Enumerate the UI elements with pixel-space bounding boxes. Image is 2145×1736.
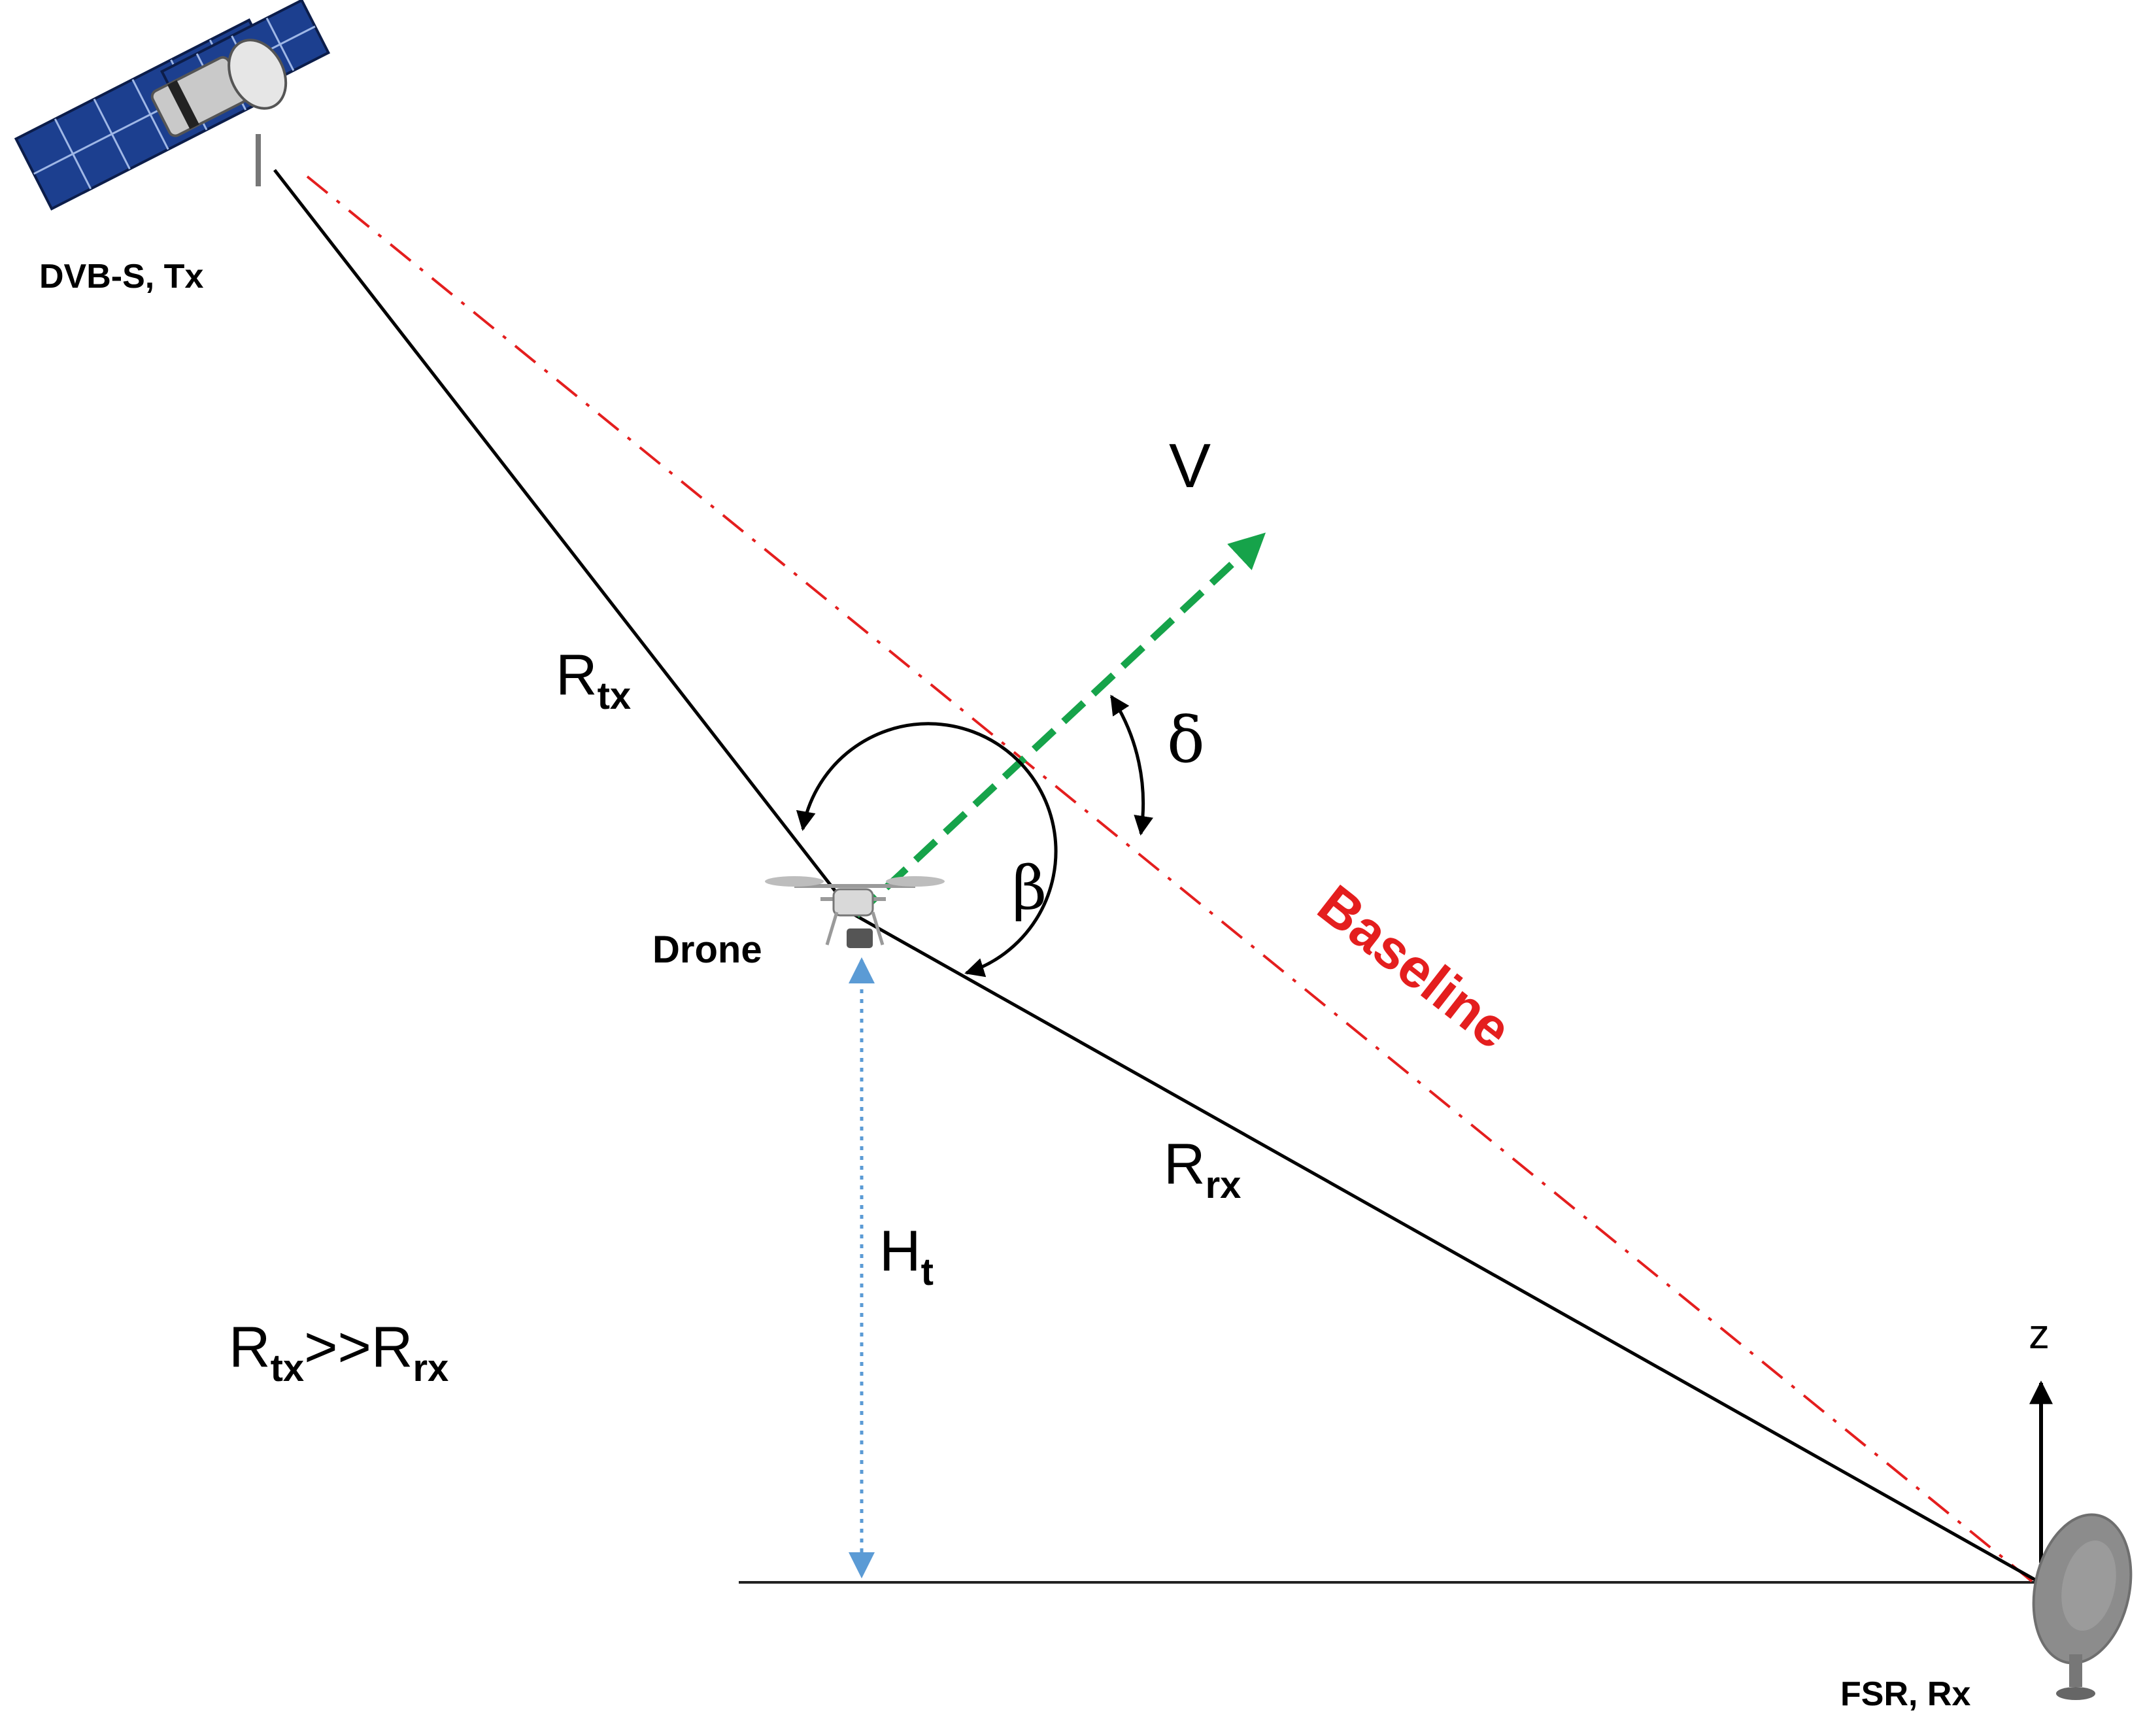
r-tx-sub: tx — [598, 675, 632, 717]
delta-angle-arc — [1109, 694, 1153, 836]
relation-a-main: R — [229, 1314, 271, 1379]
delta-label: δ — [1167, 704, 1205, 777]
r-rx-main: R — [1164, 1131, 1206, 1196]
relation-label: Rtx>>Rrx — [229, 1314, 448, 1389]
drone-label: Drone — [652, 928, 762, 971]
baseline-label: Baseline — [1307, 873, 1523, 1061]
r-rx-line — [852, 912, 2041, 1584]
receiver-label: FSR, Rx — [1840, 1675, 1970, 1713]
beta-label: β — [1012, 853, 1047, 923]
r-tx-line — [273, 169, 854, 915]
r-rx-sub: rx — [1206, 1164, 1241, 1206]
height-label: Ht — [879, 1218, 934, 1293]
height-main: H — [879, 1218, 921, 1283]
beta-angle-arc — [796, 722, 1058, 978]
r-tx-label: Rtx — [556, 642, 631, 717]
satellite-icon — [14, 0, 331, 211]
drone-icon — [765, 876, 945, 948]
relation-op: >> — [304, 1314, 371, 1379]
height-sub: t — [921, 1251, 934, 1293]
z-axis-label: z — [2029, 1310, 2050, 1357]
baseline-line — [306, 175, 2035, 1584]
relation-b-sub: rx — [413, 1347, 448, 1389]
r-tx-main: R — [556, 642, 598, 707]
dish-antenna-icon — [2032, 1513, 2133, 1700]
transmitter-label: DVB-S, Tx — [39, 258, 203, 296]
relation-a-sub: tx — [271, 1347, 305, 1389]
velocity-label: V — [1169, 431, 1211, 501]
r-rx-label: Rrx — [1164, 1131, 1241, 1206]
relation-b-main: R — [371, 1314, 413, 1379]
